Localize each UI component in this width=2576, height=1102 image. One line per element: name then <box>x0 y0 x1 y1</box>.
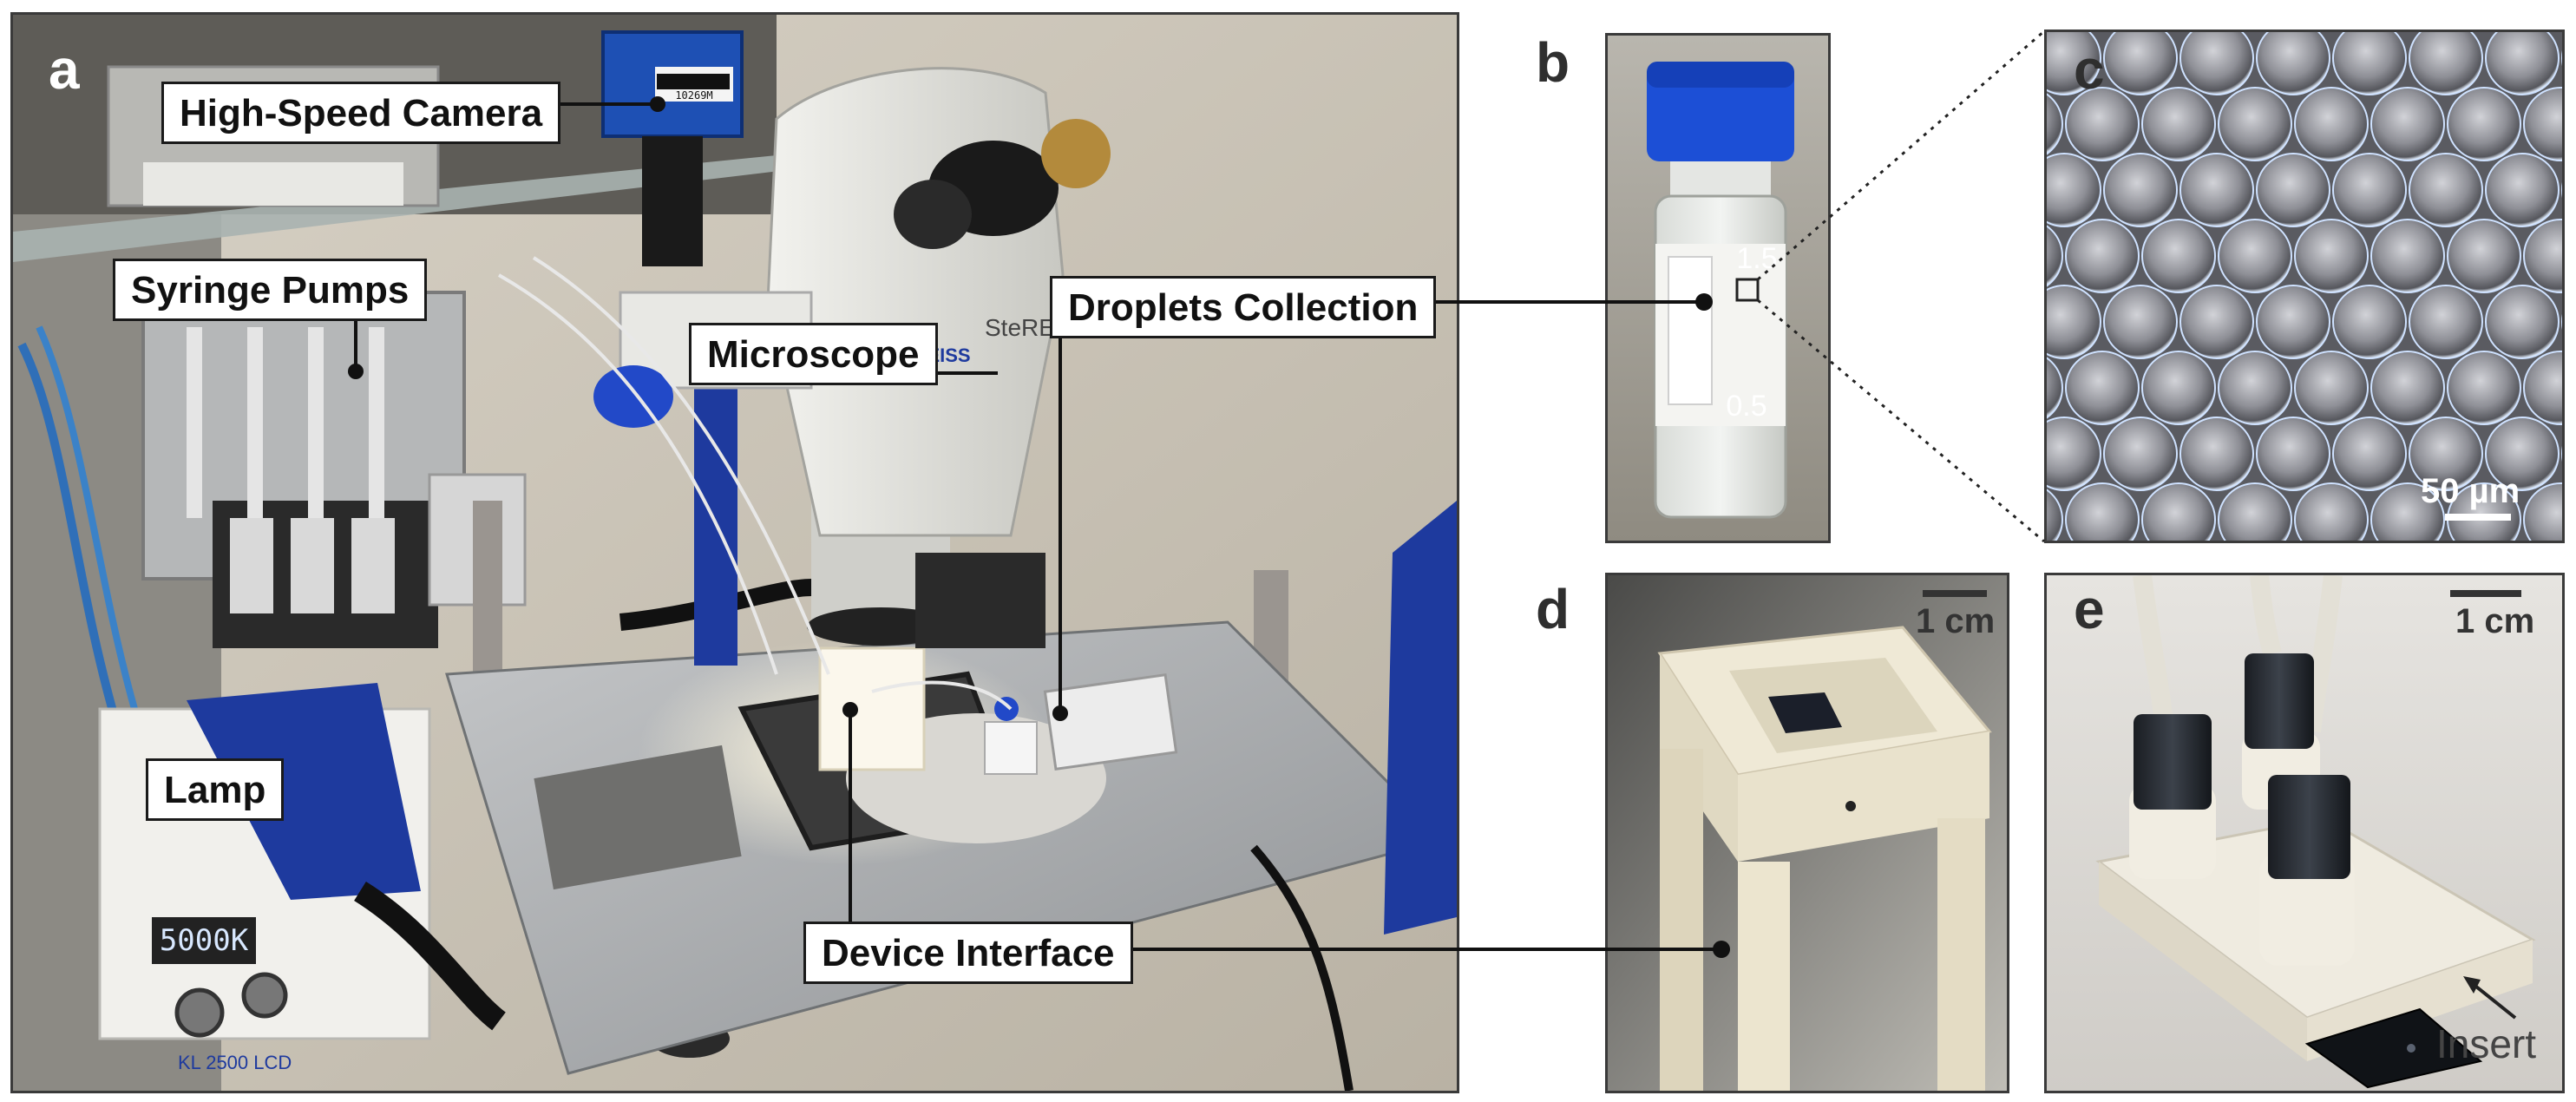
droplet <box>2332 153 2407 227</box>
droplet <box>2447 351 2521 425</box>
droplet <box>2523 87 2562 161</box>
panel-e-photo <box>2044 573 2565 1093</box>
label-lamp: Lamp <box>146 758 285 821</box>
droplet <box>2523 219 2562 293</box>
droplet <box>2485 285 2560 359</box>
droplet <box>2065 87 2140 161</box>
droplet <box>2256 417 2330 491</box>
panel-letter-e: e <box>2074 578 2105 640</box>
droplet <box>2218 87 2292 161</box>
droplet <box>2047 153 2101 227</box>
droplet <box>2065 482 2140 541</box>
droplet <box>2103 32 2178 95</box>
droplet <box>2179 153 2254 227</box>
lamp-display-readout: 5000K <box>160 923 249 958</box>
droplet <box>2047 225 2063 287</box>
panel-letter-d: d <box>1536 578 1570 640</box>
droplet <box>2179 32 2254 95</box>
insert-device-illustration <box>2047 575 2562 1091</box>
vial-illustration: 1.5 0.5 <box>1608 36 1828 541</box>
panel-a-photo: 5000K KL 2500 LCD ZEISS SteREO 10269M <box>10 12 1459 1093</box>
label-device-interface: Device Interface <box>803 922 1133 984</box>
lamp-model-text: KL 2500 LCD <box>178 1052 292 1073</box>
droplet <box>2047 489 2063 541</box>
vial-mark-bottom: 0.5 <box>1726 390 1766 423</box>
label-droplets-collection: Droplets Collection <box>1050 276 1437 338</box>
droplet <box>2332 32 2407 95</box>
device-interface-illustration <box>1608 575 2007 1091</box>
label-high-speed-camera: High-Speed Camera <box>161 82 561 144</box>
droplet <box>2256 153 2330 227</box>
droplet <box>2103 285 2178 359</box>
droplet <box>2523 351 2562 425</box>
droplet <box>2065 219 2140 293</box>
droplet <box>2485 417 2560 491</box>
droplet <box>2294 219 2369 293</box>
droplet <box>2332 417 2407 491</box>
droplet <box>2370 219 2445 293</box>
droplet <box>2047 32 2101 95</box>
droplet <box>2370 87 2445 161</box>
droplet <box>2447 87 2521 161</box>
droplet <box>2409 417 2483 491</box>
droplet <box>2332 285 2407 359</box>
droplet <box>2294 351 2369 425</box>
droplet <box>2485 32 2560 95</box>
panel-b-photo: 1.5 0.5 <box>1605 33 1831 543</box>
droplet <box>2409 285 2483 359</box>
droplet <box>2103 417 2178 491</box>
droplet <box>2141 482 2216 541</box>
droplet <box>2141 219 2216 293</box>
panel-d-photo <box>1605 573 2009 1093</box>
insert-label: Insert <box>2436 1021 2537 1066</box>
droplet <box>2141 87 2216 161</box>
scale-bar-e <box>2450 590 2521 597</box>
camera-serial-text: 10269M <box>675 89 712 102</box>
scale-bar-d <box>1923 590 1987 597</box>
droplet <box>2523 482 2562 541</box>
droplet <box>2179 285 2254 359</box>
scale-label-c: 50 µm <box>2421 472 2520 510</box>
panel-letter-c: c <box>2074 38 2105 101</box>
droplet <box>2409 153 2483 227</box>
droplet <box>2409 32 2483 95</box>
droplet <box>2065 351 2140 425</box>
lab-setup-illustration: 5000K KL 2500 LCD ZEISS SteREO 10269M <box>13 15 1457 1091</box>
droplet <box>2294 87 2369 161</box>
scale-label-e: 1 cm <box>2455 602 2535 640</box>
panel-c-micrograph <box>2044 30 2565 543</box>
droplet <box>2218 219 2292 293</box>
droplet <box>2294 482 2369 541</box>
droplet <box>2141 351 2216 425</box>
scale-bar-c <box>2445 514 2511 521</box>
label-syringe-pumps: Syringe Pumps <box>113 259 428 321</box>
scale-label-d: 1 cm <box>1916 602 1996 640</box>
droplet <box>2370 351 2445 425</box>
droplet <box>2370 482 2445 541</box>
label-microscope: Microscope <box>689 323 938 385</box>
droplet <box>2179 417 2254 491</box>
panel-letter-a: a <box>49 38 80 101</box>
vial-mark-top: 1.5 <box>1736 242 1777 275</box>
droplet <box>2218 482 2292 541</box>
droplet <box>2485 153 2560 227</box>
droplet <box>2256 32 2330 95</box>
droplet <box>2047 93 2063 155</box>
droplet <box>2047 417 2101 491</box>
droplet <box>2447 219 2521 293</box>
droplet <box>2103 153 2178 227</box>
droplet-micrograph <box>2047 32 2562 541</box>
panel-letter-b: b <box>1536 31 1570 94</box>
droplet <box>2047 357 2063 419</box>
droplet <box>2256 285 2330 359</box>
droplet <box>2218 351 2292 425</box>
droplet <box>2047 285 2101 359</box>
